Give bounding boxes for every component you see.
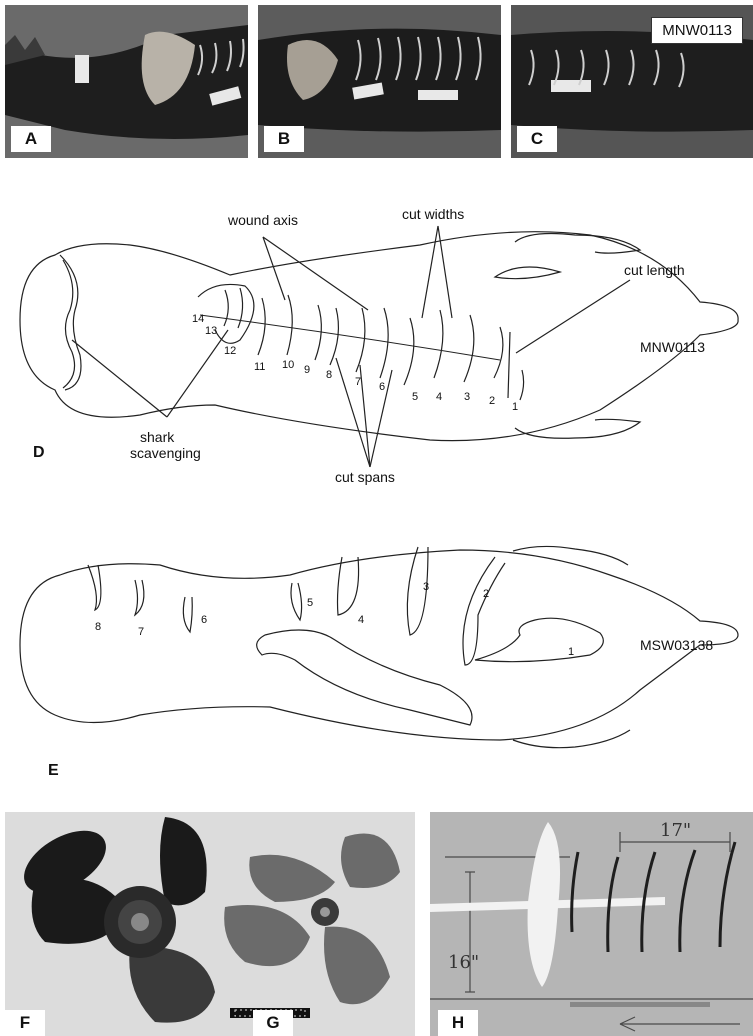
wound-number: 6	[379, 381, 385, 393]
photo-a: A	[5, 5, 248, 158]
manatee-outline-e	[20, 550, 738, 740]
wound-number: 2	[483, 588, 489, 600]
callout-wound-axis: wound axis	[227, 212, 298, 228]
panel-d-specimen-id: MNW0113	[640, 339, 705, 355]
photo-f-label: F	[5, 1010, 45, 1036]
panel-d-diagram: wound axis cut widths cut length shark s…	[0, 190, 753, 490]
wound-number: 3	[464, 391, 470, 403]
photo-g-label: G	[253, 1010, 293, 1036]
wound-number: 1	[568, 646, 574, 658]
wound-number: 3	[423, 581, 429, 593]
wound-number: 10	[282, 359, 294, 371]
wound-number: 14	[192, 313, 204, 325]
callout-cut-length: cut length	[624, 262, 685, 278]
photo-c: MNW0113 C	[511, 5, 753, 158]
photo-h-dim-left: 16"	[448, 952, 479, 973]
wound-number: 5	[307, 597, 313, 609]
photo-b-label: B	[264, 126, 304, 152]
photo-propellers: F G	[5, 812, 415, 1036]
photo-c-label: C	[517, 126, 557, 152]
wound-number: 2	[489, 395, 495, 407]
wound-number: 12	[224, 345, 236, 357]
photo-h-dim-top: 17"	[660, 820, 691, 841]
wound-number: 4	[436, 391, 442, 403]
photo-h-label: H	[438, 1010, 478, 1036]
callout-shark-line2: scavenging	[130, 445, 201, 461]
callout-cut-spans: cut spans	[335, 469, 395, 485]
photo-a-label: A	[11, 126, 51, 152]
panel-e-diagram: 8 7 6 5 4 3 2 1 MSW03138	[0, 535, 753, 760]
wound-number: 13	[205, 325, 217, 337]
photo-h: 17" 16" H	[430, 812, 753, 1036]
propeller-image	[5, 812, 415, 1036]
panel-e-letter: E	[48, 762, 59, 780]
photo-h-image	[430, 812, 753, 1036]
wound-number: 5	[412, 391, 418, 403]
callout-shark-line1: shark	[140, 429, 175, 445]
callout-cut-widths: cut widths	[402, 206, 464, 222]
wound-number: 6	[201, 614, 207, 626]
wound-number: 8	[326, 369, 332, 381]
panel-d-letter: D	[33, 444, 45, 462]
wound-number: 4	[358, 614, 364, 626]
panel-e-specimen-id: MSW03138	[640, 637, 713, 653]
wound-number: 8	[95, 621, 101, 633]
specimen-id-label: MNW0113	[651, 17, 743, 44]
photo-b: B	[258, 5, 501, 158]
wound-number: 7	[355, 376, 361, 388]
wound-number: 11	[254, 361, 265, 373]
wound-number: 7	[138, 626, 144, 638]
wound-number: 1	[512, 401, 518, 413]
wound-number: 9	[304, 364, 310, 376]
